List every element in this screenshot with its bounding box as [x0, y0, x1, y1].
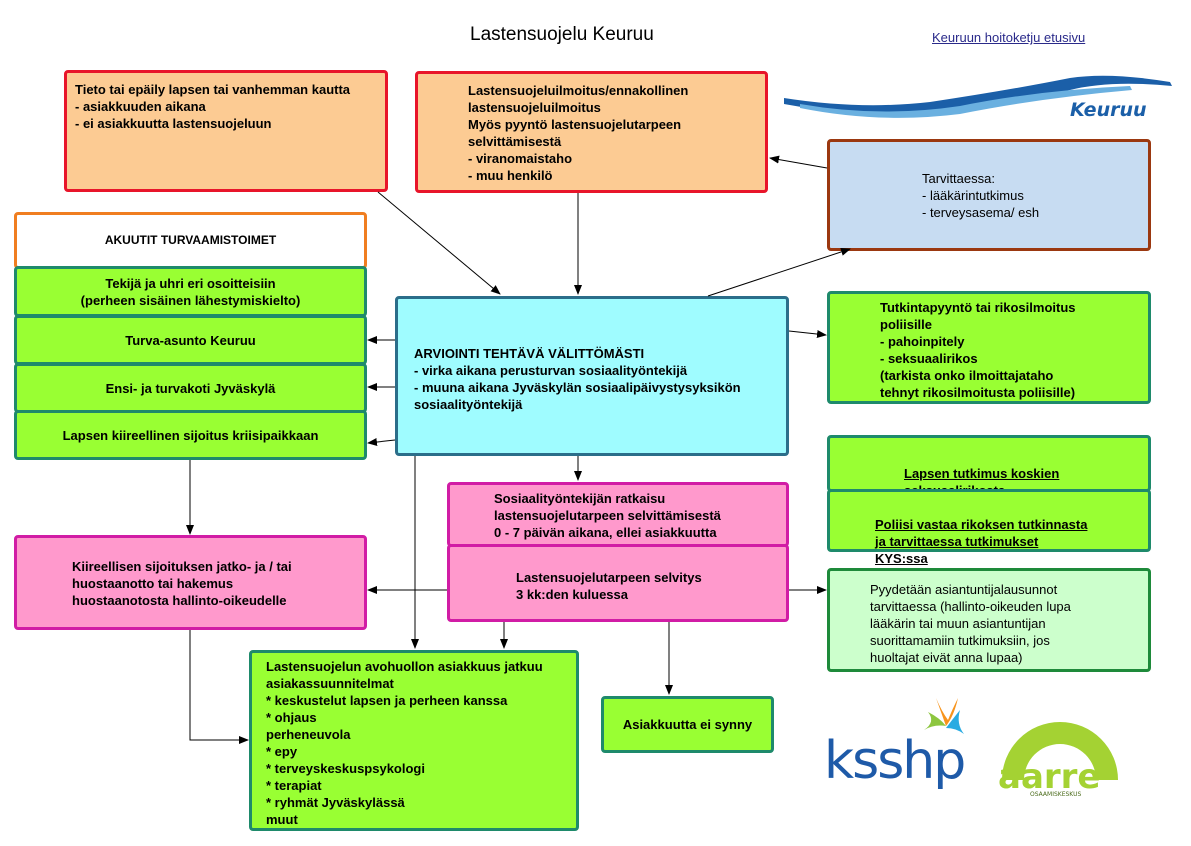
- police-investigation-box: Poliisi vastaa rikoksen tutkinnasta ja t…: [827, 489, 1151, 566]
- ksshp-logo: ksshp: [824, 698, 966, 791]
- ksshp-logo-text: ksshp: [824, 731, 964, 791]
- child-welfare-notice-box: Lastensuojeluilmoitus/ennakollinen laste…: [415, 71, 768, 193]
- separate-addresses-box: Tekijä ja uhri eri osoitteisiin (perheen…: [14, 266, 367, 317]
- emergency-placement-box: Lapsen kiireellinen sijoitus kriisipaikk…: [14, 410, 367, 460]
- arrow-assessment-to-emergency: [367, 438, 396, 446]
- aarre-logo-text: aarre: [998, 757, 1100, 797]
- info-source-box: Tieto tai epäily lapsen tai vanhemman ka…: [64, 70, 388, 192]
- expert-statements-box: Pyydetään asiantuntijalausunnot tarvitta…: [827, 568, 1151, 672]
- arrow-medical-to-notice: [769, 155, 828, 169]
- no-client-relationship-box: Asiakkuutta ei synny: [601, 696, 774, 753]
- medical-exam-box: Tarvittaessa: - lääkärintutkimus - terve…: [827, 139, 1151, 251]
- aarre-logo-subtext: OSAAMISKESKUS: [1030, 791, 1081, 798]
- social-worker-decision-box: Sosiaalityöntekijän ratkaisu lastensuoje…: [447, 482, 789, 547]
- police-investigation-text: Poliisi vastaa rikoksen tutkinnasta ja t…: [875, 517, 1088, 566]
- shelter-jyvaskyla-box: Ensi- ja turvakoti Jyväskylä: [14, 363, 367, 413]
- open-care-client-box: Lastensuojelun avohuollon asiakkuus jatk…: [249, 650, 579, 831]
- aarre-logo: aarre OSAAMISKESKUS: [998, 722, 1118, 798]
- assessment-box: ARVIOINTI TEHTÄVÄ VÄLITTÖMÄSTI - virka a…: [395, 296, 789, 456]
- arrow-assessment-to-medical: [707, 248, 851, 297]
- welfare-need-survey-box: Lastensuojelutarpeen selvitys 3 kk:den k…: [447, 544, 789, 622]
- keuruu-logo: Keuruu: [784, 75, 1172, 121]
- arrow-info-to-assessment: [377, 191, 501, 295]
- arrow-custody-to-opencare: [189, 630, 249, 744]
- home-link[interactable]: Keuruun hoitoketju etusivu: [932, 30, 1086, 45]
- police-report-box: Tutkintapyyntö tai rikosilmoitus poliisi…: [827, 291, 1151, 404]
- arrow-assessment-to-police: [788, 330, 827, 339]
- custody-continuation-box: Kiireellisen sijoituksen jatko- ja / tai…: [14, 535, 367, 630]
- keuruu-logo-text: Keuruu: [1070, 99, 1147, 121]
- page-title: Lastensuojelu Keuruu: [470, 24, 654, 45]
